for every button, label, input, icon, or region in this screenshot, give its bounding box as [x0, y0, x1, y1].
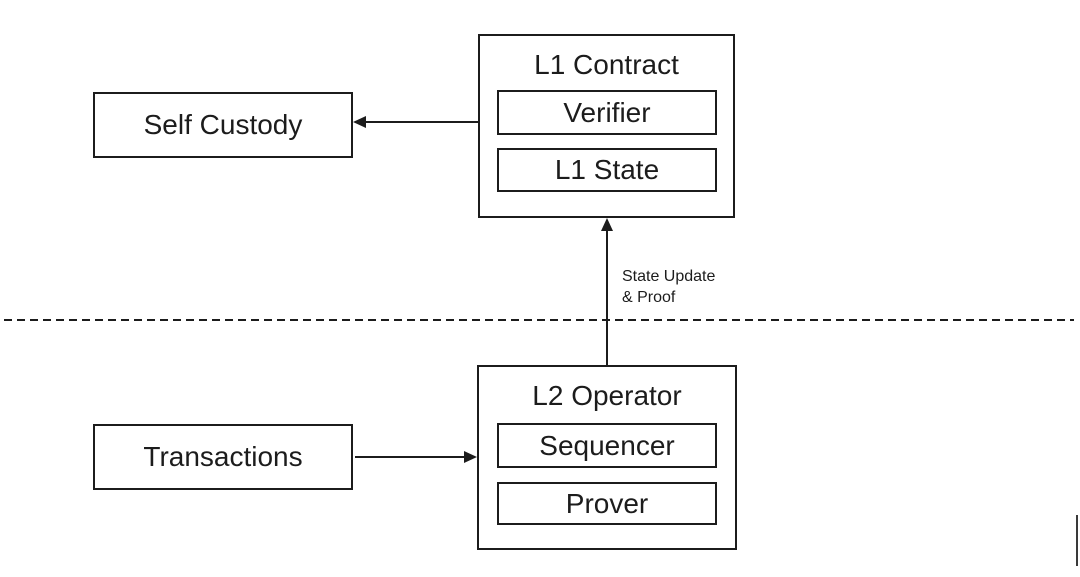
self-custody-box: Self Custody — [93, 92, 353, 158]
state-update-proof-label-line1: State Update — [622, 268, 716, 285]
verifier-box: Verifier — [497, 90, 717, 135]
transactions-box: Transactions — [93, 424, 353, 490]
l1-contract-title: L1 Contract — [534, 49, 679, 80]
right-edge-artifact-line — [1076, 515, 1078, 566]
arrow-l1-to-selfcustody-line — [364, 121, 478, 123]
verifier-label: Verifier — [563, 96, 651, 128]
state-update-proof-label-line2: & Proof — [622, 289, 676, 306]
arrow-l1-to-selfcustody-head-icon — [353, 116, 366, 128]
l1-l2-boundary-dashed-line — [4, 319, 1074, 321]
prover-label: Prover — [565, 487, 649, 519]
arrow-l2-to-l1-head-icon — [601, 218, 613, 231]
l1-contract-box: L1 Contract Verifier L1 State — [478, 34, 735, 218]
arrow-l2-to-l1-line — [606, 229, 608, 365]
state-update-proof-label: State Update & Proof — [622, 266, 715, 308]
sequencer-label: Sequencer — [539, 429, 675, 461]
sequencer-box: Sequencer — [497, 423, 717, 468]
l1-state-label: L1 State — [554, 154, 660, 185]
l2-operator-box: L2 Operator Sequencer Prover — [477, 365, 737, 550]
l2-operator-title: L2 Operator — [532, 380, 682, 411]
arrow-transactions-to-l2-head-icon — [464, 451, 477, 463]
l1-state-box: L1 State — [497, 148, 717, 192]
transactions-label: Transactions — [143, 441, 303, 472]
self-custody-label: Self Custody — [143, 109, 303, 140]
prover-box: Prover — [497, 482, 717, 525]
arrow-transactions-to-l2-line — [355, 456, 465, 458]
